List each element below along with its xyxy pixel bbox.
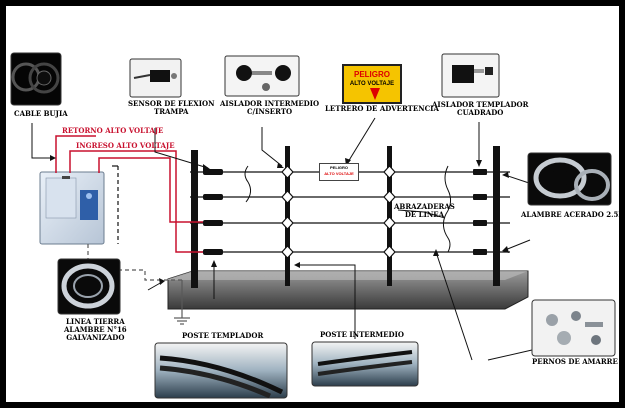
board-line-1: PELIGRO bbox=[329, 165, 348, 170]
label-ingreso: INGRESO ALTO VOLTAJE bbox=[76, 141, 175, 150]
frame-right bbox=[619, 0, 625, 408]
label-abrazaderas: ABRAZADERAS DE LINEA bbox=[394, 202, 455, 219]
post-templador-right bbox=[493, 146, 500, 286]
fence-wires bbox=[190, 171, 510, 253]
frame-top bbox=[0, 0, 625, 6]
frame-bottom bbox=[0, 402, 625, 408]
pointer-lines bbox=[31, 117, 536, 361]
post-templador-left bbox=[191, 150, 198, 288]
label-alambre: ALAMBRE ACERADO 2.5MM bbox=[521, 210, 625, 219]
high-voltage-wires bbox=[55, 135, 203, 253]
energizer-box bbox=[39, 171, 105, 245]
lightning-bolt-icon bbox=[370, 88, 380, 100]
aislador-templador-image bbox=[441, 53, 500, 98]
label-aislador-templador: AISLADOR TEMPLADOR CUADRADO bbox=[432, 100, 529, 117]
label-aislador-intermedio: AISLADOR INTERMEDIO C/INSERTO bbox=[220, 99, 320, 116]
fence-warning-board: PELIGRO ALTO VOLTAJE bbox=[319, 163, 359, 181]
strain-insulators-right bbox=[473, 169, 487, 255]
aislador-intermedio-image bbox=[224, 55, 300, 97]
label-pernos: PERNOS DE AMARRE bbox=[532, 357, 618, 366]
ingreso-wire bbox=[98, 157, 203, 223]
label-linea-tierra: LINEA TIERRA ALAMBRE N°16 GALVANIZADO bbox=[64, 317, 127, 342]
sign-title: PELIGRO bbox=[353, 70, 390, 79]
intermediate-insulators bbox=[281, 165, 396, 259]
poste-intermedio-image bbox=[311, 341, 419, 387]
label-sensor: SENSOR DE FLEXION TRAMPA bbox=[128, 99, 215, 116]
board-line-2: ALTO VOLTAJE bbox=[324, 171, 354, 176]
base-top-face bbox=[168, 271, 528, 280]
post-intermedio-1 bbox=[285, 146, 290, 286]
poste-templador-image bbox=[154, 342, 288, 399]
frame-left bbox=[0, 0, 6, 408]
cable-bujia-image bbox=[10, 52, 62, 106]
label-poste-intermedio: POSTE INTERMEDIO bbox=[320, 330, 404, 339]
retorno-wire bbox=[55, 135, 96, 173]
pernos-image bbox=[531, 299, 616, 357]
sign-subtitle: ALTO VOLTAJE bbox=[349, 81, 395, 87]
alambre-image bbox=[527, 152, 612, 206]
label-cable-bujia: CABLE BUJIA bbox=[14, 109, 68, 118]
strain-insulators-left bbox=[203, 169, 223, 255]
ingreso-wire-2 bbox=[69, 150, 203, 253]
post-intermedio-2 bbox=[387, 146, 392, 286]
label-poste-templador: POSTE TEMPLADOR bbox=[182, 331, 264, 340]
linea-tierra-image bbox=[57, 258, 121, 315]
sensor-image bbox=[129, 58, 182, 98]
line-clamps bbox=[244, 165, 452, 253]
label-retorno: RETORNO ALTO VOLTAJE bbox=[62, 126, 164, 135]
clamp-left bbox=[244, 165, 252, 203]
warning-sign-image: PELIGRO ALTO VOLTAJE bbox=[342, 64, 402, 104]
label-letrero: LETRERO DE ADVERTENCIA bbox=[325, 104, 439, 113]
clamp-right bbox=[442, 165, 452, 253]
